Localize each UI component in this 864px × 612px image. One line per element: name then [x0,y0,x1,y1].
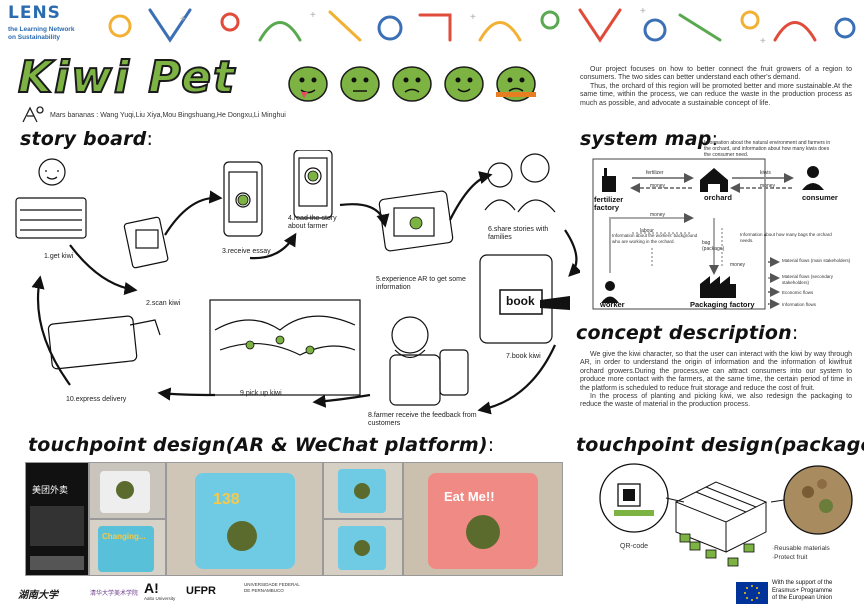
system-map-diagram [592,158,824,310]
system-map-title: system map: [580,128,719,150]
touchpoint-ar-title: touchpoint design(AR & WeChat platform): [28,434,495,456]
header-decoration: + + + + + [108,6,856,47]
package-bullet-1: ·Reusable materials [772,545,830,552]
concept-text: We give the kiwi character, so that the … [580,351,852,410]
touchpoint-package-title: touchpoint design(package): [576,434,864,456]
flow-label-money-4: money [730,262,746,268]
touchpoint-ar-title-text: touchpoint design(AR & WeChat platform) [28,434,488,456]
lens-logo-mark: LENS [8,3,61,23]
touchpoint-package-title-text: touchpoint design(package) [576,434,864,456]
storyboard-illustration [15,150,580,415]
lens-logo-line1: the Learning Network [8,26,75,33]
logo-aalto: A! [144,580,159,596]
qr-code-label: QR-code [620,543,649,550]
team-members: Mars bananas : Wang Yuqi,Liu Xiya,Mou Bi… [50,112,286,119]
node-fertilizer-factory: fertilizer factory [594,195,624,212]
system-map-mid-note-2: Information about how many bags the orch… [740,232,832,243]
legend-item-1: Material flows (main stakeholders) [782,258,851,263]
concept-paragraph-1: We give the kiwi character, so that the … [580,351,852,392]
node-orchard: orchard [704,193,732,202]
svg-text:+: + [640,6,646,17]
ar-small-photo-2 [323,519,403,576]
storyboard-title: story board: [20,128,154,150]
package-diagram [599,463,853,567]
book-button-label: book [506,294,535,308]
svg-text:+: + [180,14,186,25]
flow-label-bag: bag (package) [702,240,725,252]
intro-paragraph-1: Our project focuses on how to better con… [580,66,852,82]
step-9-label: 9.pick up kiwi [240,390,282,397]
wechat-phone-photo-2: Changing... [89,519,166,576]
flow-label-fertilizer: fertilizer [646,170,664,176]
step-2-label: 2.scan kiwi [146,300,181,307]
system-map-title-text: system map [580,128,712,150]
step-8-label: 8.farmer receive the feedback from custo… [368,412,477,427]
eu-support-line-2: Erasmus+ Programme [772,587,833,594]
svg-text:+: + [760,36,766,47]
node-consumer: consumer [802,193,838,202]
step-6-label: 6.share stories with families [488,226,549,241]
ar-count-number: 138 [213,491,240,508]
node-packaging-factory: Packaging factory [690,300,755,309]
step-3-label: 3.receive essay [222,248,271,255]
svg-text:+: + [470,12,476,23]
legend-item-3: Economic flows [782,290,814,295]
flow-label-money-1: money [650,183,666,189]
changing-text: Changing... [102,532,146,541]
logo-hunan-university: 湖南大学 [18,590,58,601]
app-title: 美团外卖 [32,485,69,495]
wechat-phone-photo-1 [89,462,166,519]
flow-label-kiwi: kiwis [760,170,771,176]
lens-logo-line2: on Sustainability [8,34,61,41]
flow-label-labour: labour [640,228,654,234]
node-worker: worker [600,300,625,309]
logo-tsinghua: 清华大学美术学院 [90,591,139,597]
step-10-label: 10.express delivery [66,396,127,403]
ar-count-photo: 138 [166,462,323,576]
eu-support-text: With the support of the Erasmus+ Program… [772,580,832,603]
concept-paragraph-2: In the process of planting and picking k… [580,393,852,409]
eu-support-line-3: of the European Union [772,595,833,601]
svg-text:+: + [310,10,316,21]
flow-label-money-3: money [650,212,666,218]
system-map-top-note: Information about the natural environmen… [704,140,831,158]
footer-logos: 湖南大学 清华大学美术学院 A! Aalto University UFPR U… [14,580,314,606]
eu-flag-icon [736,582,768,604]
logo-aalto-text: Aalto University [144,596,176,601]
step-1-label: 1.get kiwi [44,253,74,260]
intro-paragraph-2: Thus, the orchard of this region will be… [580,82,852,107]
package-bullet-2: ·Protect fruit [772,554,808,561]
step-4-label: 4.read the story about farmer [288,215,337,230]
page-title: Kiwi Pet [17,52,237,103]
team-mascot-icon [22,106,44,123]
intro-text: Our project focuses on how to better con… [580,66,852,108]
legend-item-4: Information flows [782,302,817,307]
app-screenshot-photo: 美团外卖 [25,462,89,576]
eu-support-line-1: With the support of the [772,580,833,586]
logo-ufpe: UNIVERSIDADE FEDERAL DE PERNAMBUCO [244,582,300,593]
kiwi-faces [288,66,536,102]
eat-me-photo: Eat Me!! [403,462,563,576]
eat-me-text: Eat Me!! [444,489,495,504]
flow-label-money-2: money [760,183,776,189]
legend-item-2: Material flows (secondary stakeholders) [782,274,834,285]
ar-small-photo-1 [323,462,403,519]
step-5-label: 5.experience AR to get some information [376,276,466,291]
system-map-frame [592,158,766,310]
storyboard-title-text: story board [20,128,147,150]
step-7-label: 7.book kiwi [506,353,541,360]
concept-title-text: concept description [576,322,792,344]
lens-logo: LENS the Learning Network on Sustainabil… [6,3,86,45]
system-map-mid-note-1: Information about the workers' backgroun… [612,233,698,244]
logo-ufpr: UFPR [186,585,216,597]
concept-title: concept description: [576,322,799,344]
